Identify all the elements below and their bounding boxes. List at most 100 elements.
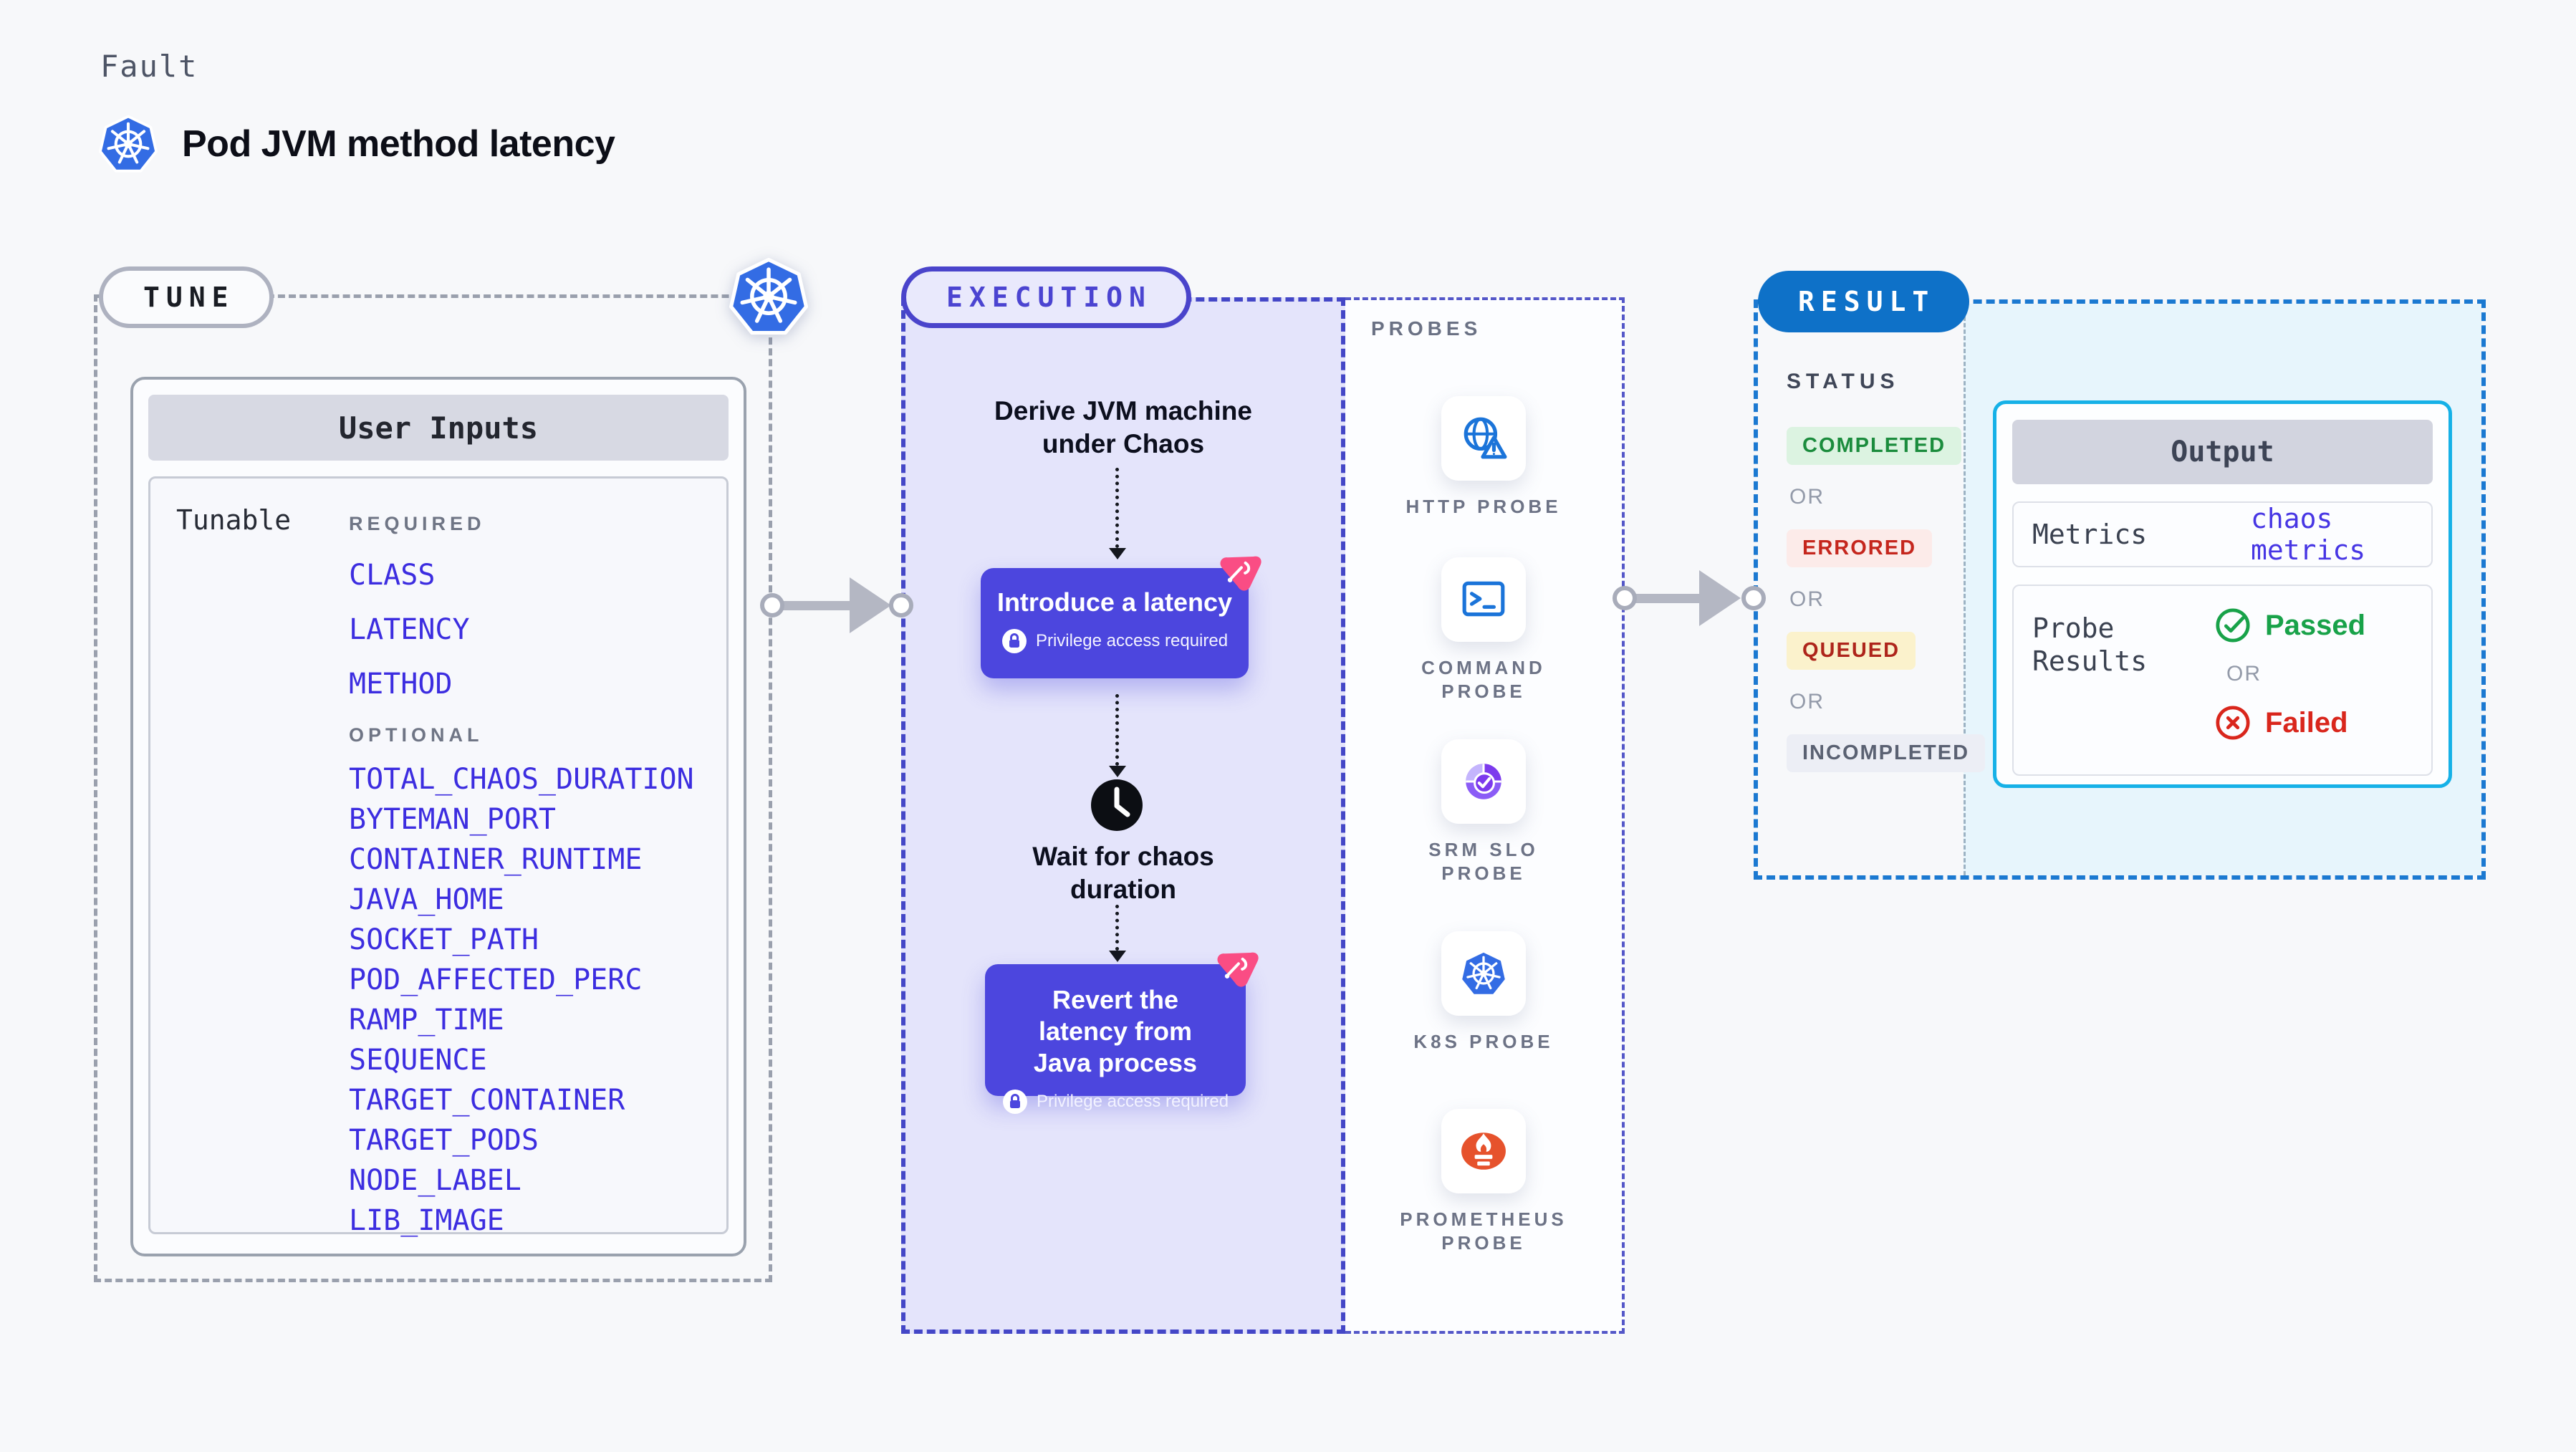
connector-node <box>760 593 784 617</box>
tunables-table: Tunable REQUIRED CLASS LATENCY METHOD OP… <box>148 476 729 1235</box>
kubernetes-icon <box>99 115 158 173</box>
required-group: REQUIRED CLASS LATENCY METHOD <box>349 513 726 698</box>
or-separator: OR <box>1789 485 1825 509</box>
result-divider <box>1964 304 1966 875</box>
clock-icon <box>1090 779 1143 832</box>
probe-name: SRM SLO PROBE <box>1428 839 1539 884</box>
status-badge-completed: COMPLETED <box>1787 427 1962 465</box>
user-inputs-card: User Inputs Tunable REQUIRED CLASS LATEN… <box>130 377 746 1256</box>
tunable-param: LIB_IMAGE <box>349 1204 504 1237</box>
probe-http: HTTP PROBE <box>1345 396 1622 519</box>
privilege-note-text: Privilege access required <box>1036 1092 1229 1111</box>
optional-label: OPTIONAL <box>349 724 484 746</box>
step-wait: Wait for chaos duration <box>1032 842 1214 904</box>
tunable-param: NODE_LABEL <box>349 1164 522 1197</box>
status-badge-queued: QUEUED <box>1787 632 1916 670</box>
privilege-note-text: Privilege access required <box>1035 631 1229 650</box>
metrics-value: chaos metrics <box>2251 503 2366 566</box>
failed-verdict: Failed <box>2215 705 2365 741</box>
probe-prometheus: PROMETHEUS PROBE <box>1345 1109 1622 1255</box>
probes-label: PROBES <box>1371 317 1482 340</box>
check-circle-icon <box>2216 608 2250 643</box>
tunable-param: TARGET_PODS <box>349 1124 539 1157</box>
tunable-param: POD_AFFECTED_PERC <box>349 963 643 996</box>
user-inputs-title: User Inputs <box>148 395 729 461</box>
chaos-pink-triangle-icon <box>1217 952 1259 987</box>
flow-arrow-head <box>1109 951 1126 962</box>
tunable-param: SEQUENCE <box>349 1044 487 1077</box>
result-section: RESULT STATUS COMPLETED OR ERRORED OR QU… <box>1754 271 2486 880</box>
tune-section: TUNE User Inputs Tunable REQUIRED CLASS <box>94 257 808 1282</box>
fault-kicker: Fault <box>100 49 198 84</box>
status-badge-incompleted: INCOMPLETED <box>1787 734 1986 772</box>
metrics-label: Metrics <box>2032 519 2148 550</box>
globe-alert-icon <box>1464 417 1507 459</box>
step-derive: Derive JVM machine under Chaos <box>994 396 1252 458</box>
step-introduce-latency: Introduce a latency Privilege access req… <box>981 556 1261 678</box>
kubernetes-icon <box>729 257 808 335</box>
probe-command: COMMAND PROBE <box>1345 557 1622 703</box>
flow-connector <box>1115 905 1119 951</box>
passed-verdict: Passed <box>2215 607 2365 643</box>
tunable-param: CONTAINER_RUNTIME <box>349 843 643 876</box>
tunable-param: RAMP_TIME <box>349 1004 504 1037</box>
probe-results-label: Probe Results <box>2032 612 2148 677</box>
tunable-param: JAVA_HOME <box>349 883 504 916</box>
status-label: STATUS <box>1787 370 1900 393</box>
step-title: Introduce a latency <box>996 587 1233 617</box>
probe-card <box>1441 396 1526 481</box>
page-title-row: Pod JVM method latency <box>99 115 615 173</box>
or-separator: OR <box>1789 587 1825 611</box>
tune-badge: TUNE <box>99 266 274 328</box>
tunable-param: TARGET_CONTAINER <box>349 1084 625 1117</box>
flow-arrow-head <box>1109 766 1126 777</box>
tune-to-execution-arrow <box>782 601 851 610</box>
probe-name: PROMETHEUS PROBE <box>1400 1208 1567 1254</box>
flow-arrow-head <box>1109 548 1126 559</box>
prometheus-flame-icon <box>1461 1133 1506 1170</box>
connector-node <box>1741 586 1766 610</box>
probe-card <box>1441 931 1526 1016</box>
tunable-param: BYTEMAN_PORT <box>349 803 556 836</box>
probe-name: K8S PROBE <box>1413 1031 1554 1052</box>
execution-section: EXECUTION Derive JVM machine under Chaos… <box>901 266 1345 1334</box>
step-revert-latency: Revert the latency from Java process Pri… <box>985 952 1259 1114</box>
probe-card <box>1441 739 1526 824</box>
probe-card <box>1441 557 1526 642</box>
or-separator: OR <box>2226 662 2262 686</box>
output-title: Output <box>2012 420 2433 484</box>
chaos-pink-triangle-icon <box>1220 556 1261 591</box>
execution-badge: EXECUTION <box>901 266 1191 328</box>
kubernetes-icon <box>1460 950 1507 996</box>
flow-connector <box>1115 468 1119 548</box>
output-card: Output Metrics chaos metrics Probe Resul… <box>1993 400 2452 788</box>
slo-donut-check-icon <box>1466 764 1501 799</box>
page-title: Pod JVM method latency <box>182 123 615 165</box>
arrow-head <box>1699 570 1741 626</box>
connector-node <box>1613 586 1637 610</box>
failed-label: Failed <box>2265 706 2348 739</box>
step-title: Revert the latency from Java process <box>1033 985 1198 1077</box>
arrow-head <box>850 577 891 633</box>
privilege-note: Privilege access required <box>981 628 1249 654</box>
privilege-note: Privilege access required <box>985 1089 1246 1115</box>
probe-results-row: Probe Results Passed OR <box>2012 585 2433 776</box>
tunable-param: CLASS <box>349 559 436 592</box>
probe-name: COMMAND PROBE <box>1421 657 1546 702</box>
tunable-param: SOCKET_PATH <box>349 923 539 956</box>
status-column: STATUS COMPLETED OR ERRORED OR QUEUED OR… <box>1787 370 1986 792</box>
result-badge: RESULT <box>1758 271 1970 332</box>
execution-to-result-arrow <box>1635 594 1701 603</box>
lock-icon <box>1002 1090 1027 1114</box>
optional-group: OPTIONAL TOTAL_CHAOS_DURATION BYTEMAN_PO… <box>349 724 726 1235</box>
x-circle-icon <box>2216 706 2250 740</box>
tunable-param: METHOD <box>349 668 453 701</box>
metrics-row: Metrics chaos metrics <box>2012 501 2433 567</box>
tunable-row-label: Tunable <box>176 504 292 536</box>
probe-name: HTTP PROBE <box>1405 496 1562 517</box>
probe-k8s: K8S PROBE <box>1345 931 1622 1054</box>
probe-srm-slo: SRM SLO PROBE <box>1345 739 1622 885</box>
lock-icon <box>1001 629 1027 653</box>
tunable-param: TOTAL_CHAOS_DURATION <box>349 763 694 796</box>
